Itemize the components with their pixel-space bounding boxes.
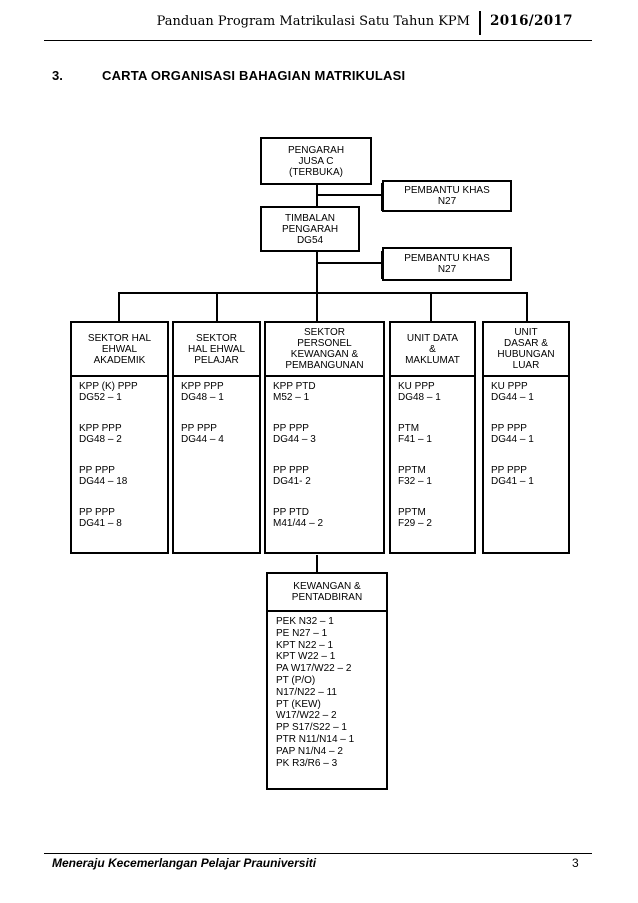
kewangan-line: PP S17/S22 – 1 [276, 722, 347, 734]
sektor-personel-box: SEKTOR PERSONEL KEWANGAN & PEMBANGUNAN K… [264, 321, 385, 554]
unit-data-box: UNIT DATA & MAKLUMAT KU PPP DG48 – 1 PTM… [389, 321, 476, 554]
connector-col-4 [430, 292, 432, 322]
column-entry: KPP (K) PPP DG52 – 1 [79, 381, 138, 403]
connector-columns-bar [118, 292, 527, 294]
kewangan-line: PTR N11/N14 – 1 [276, 733, 355, 745]
column-entry: PP PPP DG44 – 1 [491, 423, 534, 445]
kewangan-line: PT (KEW) [276, 698, 321, 710]
column-head: UNIT DATA & MAKLUMAT [391, 323, 474, 377]
column-entry: PP PPP DG44 – 4 [181, 423, 224, 445]
sektor-akademik-box: SEKTOR HAL EHWAL AKADEMIK KPP (K) PPP DG… [70, 321, 169, 554]
column-entry: PP PPP DG44 – 3 [273, 423, 316, 445]
column-entry: KU PPP DG44 – 1 [491, 381, 534, 403]
unit-dasar-box: UNIT DASAR & HUBUNGAN LUAR KU PPP DG44 –… [482, 321, 570, 554]
kewangan-head: KEWANGAN & PENTADBIRAN [268, 574, 386, 612]
connector-col-1 [118, 292, 120, 322]
sektor-pelajar-box: SEKTOR HAL EHWAL PELAJAR KPP PPP DG48 – … [172, 321, 261, 554]
kewangan-line: PE N27 – 1 [276, 627, 328, 639]
column-entry: PP PPP DG44 – 18 [79, 465, 128, 487]
column-entry: PP PTD M41/44 – 2 [273, 507, 324, 529]
header-separator [479, 11, 481, 35]
pembantu-khas-box-2: PEMBANTU KHAS N27 [382, 247, 512, 281]
kewangan-line: KPT W22 – 1 [276, 651, 336, 663]
kewangan-line: PAP N1/N4 – 2 [276, 745, 343, 757]
kewangan-line: W17/W22 – 2 [276, 710, 337, 722]
column-head: SEKTOR HAL EHWAL AKADEMIK [72, 323, 167, 377]
column-entry: KU PPP DG48 – 1 [398, 381, 441, 403]
column-head: SEKTOR PERSONEL KEWANGAN & PEMBANGUNAN [266, 323, 383, 377]
column-entry: PP PPP DG41 – 8 [79, 507, 122, 529]
header-rule [44, 40, 592, 41]
connector-pembantu-1 [317, 194, 383, 196]
kewangan-line: N17/N22 – 11 [276, 686, 337, 698]
column-entry: PTM F41 – 1 [398, 423, 432, 445]
footer-rule [44, 853, 592, 854]
header-year: 2016/2017 [490, 13, 573, 29]
column-entry: PPTM F32 – 1 [398, 465, 432, 487]
kewangan-pentadbiran-box: KEWANGAN & PENTADBIRAN PEK N32 – 1 PE N2… [266, 572, 388, 790]
connector-pembantu-2 [317, 262, 383, 264]
column-entry: KPP PPP DG48 – 1 [181, 381, 224, 403]
section-title: CARTA ORGANISASI BAHAGIAN MATRIKULASI [102, 68, 406, 83]
kewangan-line: PK R3/R6 – 3 [276, 757, 338, 769]
kewangan-line: KPT N22 – 1 [276, 639, 334, 651]
column-head: UNIT DASAR & HUBUNGAN LUAR [484, 323, 568, 377]
pengarah-box: PENGARAH JUSA C (TERBUKA) [260, 137, 372, 185]
page-number: 3 [572, 856, 579, 870]
column-head: SEKTOR HAL EHWAL PELAJAR [174, 323, 259, 377]
kewangan-line: PT (P/O) [276, 674, 316, 686]
column-entry: KPP PPP DG48 – 2 [79, 423, 122, 445]
timbalan-pengarah-box: TIMBALAN PENGARAH DG54 [260, 206, 360, 252]
connector-col-2 [216, 292, 218, 322]
column-entry: PPTM F29 – 2 [398, 507, 432, 529]
footer-text: Meneraju Kecemerlangan Pelajar Prauniver… [52, 856, 317, 870]
connector-col-5 [526, 292, 528, 322]
section-number: 3. [52, 68, 63, 83]
kewangan-line: PEK N32 – 1 [276, 616, 334, 627]
pembantu-khas-box-1: PEMBANTU KHAS N27 [382, 180, 512, 212]
column-entry: PP PPP DG41 – 1 [491, 465, 534, 487]
connector-kewangan [316, 555, 318, 573]
column-entry: PP PPP DG41- 2 [273, 465, 311, 487]
connector-col-3 [316, 292, 318, 322]
column-entry: KPP PTD M52 – 1 [273, 381, 316, 403]
kewangan-line: PA W17/W22 – 2 [276, 663, 352, 675]
header-title: Panduan Program Matrikulasi Satu Tahun K… [156, 14, 470, 29]
